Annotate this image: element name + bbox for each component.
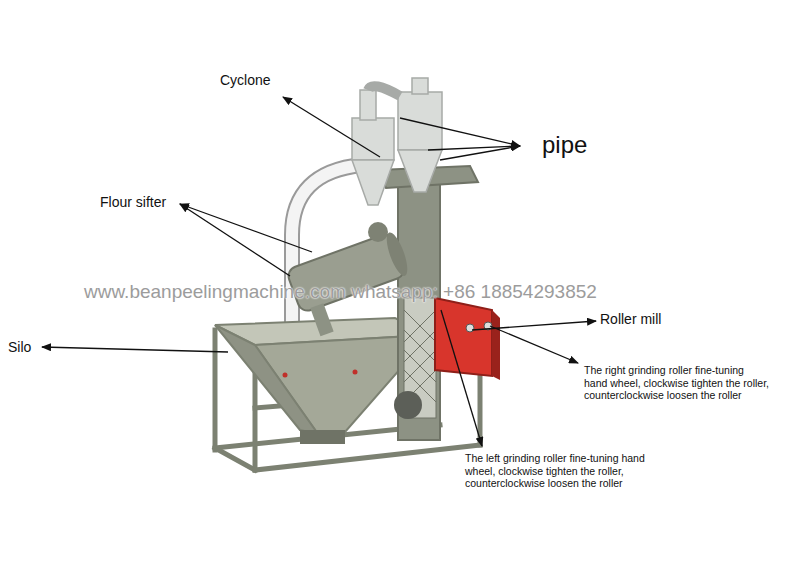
- part-label: pipe: [542, 131, 587, 160]
- watermark: www.beanpeelingmachine.com whatsapp: +86…: [84, 281, 597, 304]
- note-text: The left grinding roller fine-tuning han…: [465, 452, 645, 490]
- part-label: Roller mill: [600, 311, 661, 328]
- note-text: The right grinding roller fine-tuning ha…: [584, 364, 770, 402]
- part-label: Cyclone: [220, 72, 271, 89]
- part-label: Silo: [8, 339, 31, 356]
- part-label: Flour sifter: [100, 194, 166, 211]
